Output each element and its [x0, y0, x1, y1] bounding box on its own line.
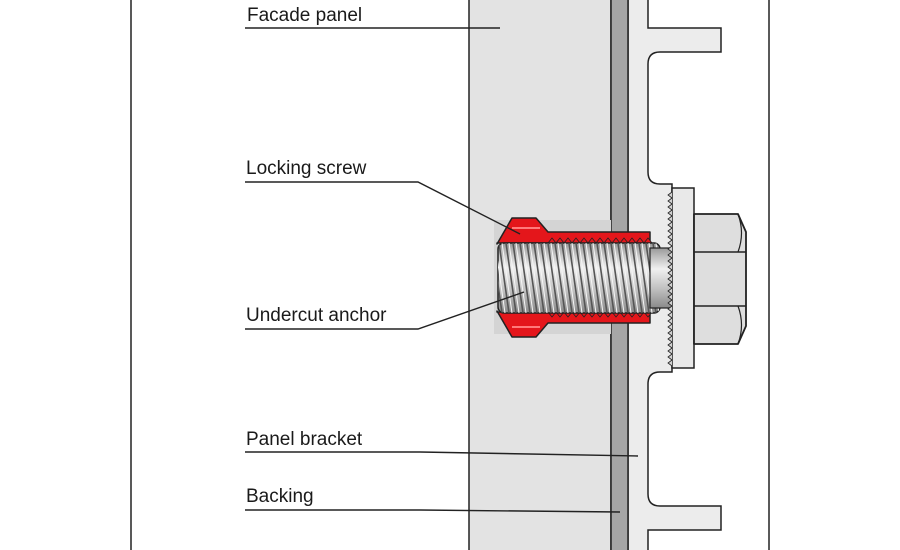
label-panel-bracket: Panel bracket	[246, 429, 363, 450]
thread-highlight	[508, 243, 520, 313]
thread-highlight	[599, 243, 611, 313]
thread-line	[638, 243, 650, 313]
thread-line	[519, 243, 531, 313]
serrated-washer	[667, 187, 695, 369]
washer-tooth	[667, 329, 673, 337]
thread-highlight	[578, 243, 590, 313]
leader-panel-bracket	[245, 451, 639, 457]
washer-tooth	[667, 263, 673, 271]
thread-highlight	[515, 243, 527, 313]
thread-line	[498, 243, 503, 313]
thread-highlight	[613, 243, 625, 313]
washer-tooth	[667, 335, 673, 343]
thread-line	[540, 243, 552, 313]
thread-highlight	[620, 243, 632, 313]
thread-line	[561, 243, 573, 313]
locking-screw	[497, 242, 679, 314]
leader-locking-screw	[245, 181, 521, 235]
washer-tooth	[667, 293, 673, 301]
washer-tooth	[667, 353, 673, 361]
washer-tooth	[667, 281, 673, 289]
washer-tooth	[667, 245, 673, 253]
thread-line	[610, 243, 622, 313]
thread-highlight	[634, 243, 646, 313]
washer-tooth	[667, 311, 673, 319]
thread-highlight	[571, 243, 583, 313]
thread-line	[512, 243, 524, 313]
washer-tooth	[667, 323, 673, 331]
anchor-serration	[611, 237, 621, 244]
washer-tooth	[667, 251, 673, 259]
thread-line	[575, 243, 587, 313]
washer-tooth	[667, 233, 673, 241]
thread-line	[596, 243, 608, 313]
washer-tooth	[667, 287, 673, 295]
anchor-serration	[587, 237, 597, 244]
thread-line	[589, 243, 601, 313]
washer-tooth	[667, 209, 673, 217]
thread-line	[624, 243, 636, 313]
washer-tooth	[667, 269, 673, 277]
thread-highlight	[536, 243, 548, 313]
thread-highlight	[543, 243, 555, 313]
washer-tooth	[667, 257, 673, 265]
thread-line	[603, 243, 615, 313]
label-facade-panel: Facade panel	[247, 5, 362, 26]
anchor-serration	[579, 237, 589, 244]
anchor-serration	[555, 237, 565, 244]
thread-line	[582, 243, 594, 313]
label-backing: Backing	[246, 486, 314, 507]
washer-tooth	[667, 227, 673, 235]
anchor-serration	[595, 237, 605, 244]
hex-bolt-head	[693, 213, 747, 345]
anchor-serration	[619, 237, 629, 244]
thread-line	[631, 243, 643, 313]
label-undercut-anchor: Undercut anchor	[246, 305, 387, 326]
washer-tooth	[667, 341, 673, 349]
thread-highlight	[557, 243, 569, 313]
thread-highlight	[498, 243, 506, 313]
thread-line	[533, 243, 545, 313]
anchor-serration	[603, 237, 613, 244]
thread-highlight	[606, 243, 618, 313]
washer-tooth	[667, 197, 673, 205]
washer-tooth	[667, 215, 673, 223]
thread-highlight	[564, 243, 576, 313]
anchor-serration	[627, 237, 637, 244]
thread-line	[617, 243, 629, 313]
thread-highlight	[522, 243, 534, 313]
thread-highlight	[501, 243, 513, 313]
thread-line	[568, 243, 580, 313]
washer-tooth	[667, 191, 673, 199]
thread-line	[554, 243, 566, 313]
washer-tooth	[667, 203, 673, 211]
anchor-serration	[635, 237, 645, 244]
washer-tooth	[667, 239, 673, 247]
leader-backing	[245, 509, 621, 513]
washer-tooth	[667, 305, 673, 313]
anchor-serration	[547, 237, 557, 244]
thread-highlight	[627, 243, 639, 313]
thread-line	[498, 243, 510, 313]
thread-line	[526, 243, 538, 313]
thread-highlight	[529, 243, 541, 313]
leader-undercut-anchor	[245, 291, 525, 330]
washer-tooth	[667, 359, 673, 367]
label-locking-screw: Locking screw	[246, 158, 367, 179]
thread-highlight	[585, 243, 597, 313]
thread-highlight	[592, 243, 604, 313]
washer-tooth	[667, 275, 673, 283]
washer-tooth	[667, 299, 673, 307]
washer-tooth	[667, 317, 673, 325]
thread-line	[547, 243, 559, 313]
anchor-serration	[643, 237, 653, 244]
anchor-serration	[563, 237, 573, 244]
anchor-serration	[571, 237, 581, 244]
washer-tooth	[667, 221, 673, 229]
thread-line	[505, 243, 517, 313]
washer-tooth	[667, 347, 673, 355]
thread-highlight	[550, 243, 562, 313]
